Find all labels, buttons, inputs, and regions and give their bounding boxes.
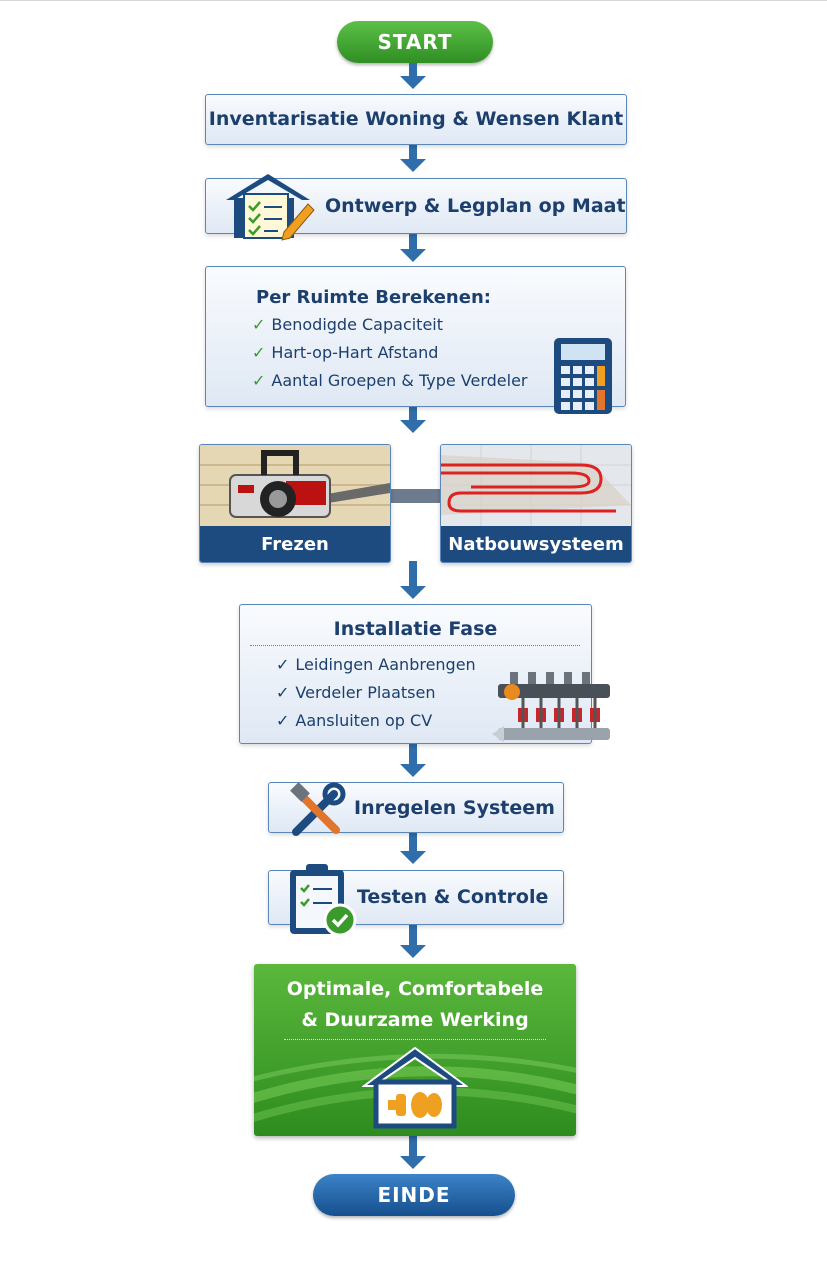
underfloor-pipes-icon [441,445,631,527]
check-item: ✓Aantal Groepen & Type Verdeler [252,371,528,390]
check-icon: ✓ [252,343,266,362]
check-item: ✓Leidingen Aanbrengen [276,655,476,674]
check-item: ✓Benodigde Capaciteit [252,315,444,334]
check-item: ✓Aansluiten op CV [276,711,433,730]
step-ontwerp-label: Ontwerp & Legplan op Maat [325,195,626,217]
step-testen-label: Testen & Controle [357,886,549,908]
start-terminal: START [337,21,493,63]
house-heating-icon [362,1046,468,1129]
dotted-divider [250,645,580,646]
house-checklist-icon [226,174,315,241]
dotted-divider [284,1039,546,1040]
step-inventarisatie: Inventarisatie Woning & Wensen Klant [205,94,627,145]
step-inregelen-label: Inregelen Systeem [354,797,555,819]
check-icon: ✓ [276,683,290,702]
calculator-icon [554,338,612,414]
result-line2: & Duurzame Werking [301,1009,529,1031]
step-inregelen: Inregelen Systeem [268,782,564,833]
tools-icon [290,782,346,836]
check-item: ✓Hart-op-Hart Afstand [252,343,439,362]
top-divider [0,0,827,1]
clipboard-check-icon [290,864,357,937]
step-inventarisatie-label: Inventarisatie Woning & Wensen Klant [208,108,624,130]
result-line1: Optimale, Comfortabele [286,978,544,1000]
result-panel: Optimale, Comfortabele & Duurzame Werkin… [254,964,576,1136]
frezen-panel: Frezen [199,444,391,563]
natbouw-label: Natbouwsysteem [441,526,631,562]
natbouw-panel: Natbouwsysteem [440,444,632,563]
check-icon: ✓ [276,711,290,730]
milling-machine-icon [200,445,390,527]
connector-bar [389,489,441,503]
check-icon: ✓ [252,315,266,334]
step-berekenen-title: Per Ruimte Berekenen: [256,287,491,308]
manifold-icon [492,672,610,742]
check-icon: ✓ [252,371,266,390]
end-terminal: EINDE [313,1174,515,1216]
check-item: ✓Verdeler Plaatsen [276,683,436,702]
step-installatie-title: Installatie Fase [333,618,498,640]
check-icon: ✓ [276,655,290,674]
frezen-label: Frezen [200,526,390,562]
